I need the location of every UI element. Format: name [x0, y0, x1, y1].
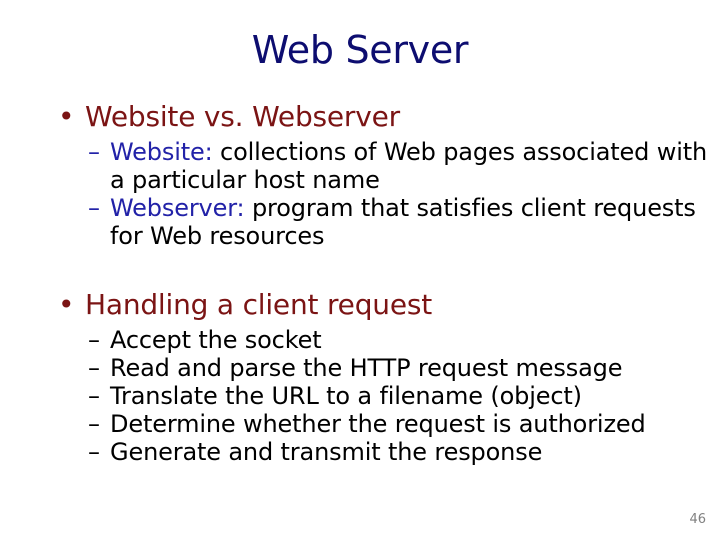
list-item: – Translate the URL to a filename (objec…: [0, 382, 720, 410]
list-item: – Website: collections of Web pages asso…: [0, 138, 720, 194]
dash-marker-icon: –: [88, 382, 100, 410]
content-section-2: • Handling a client request – Accept the…: [0, 288, 720, 466]
page-title: Web Server: [251, 28, 469, 72]
slide-body: • Website vs. Webserver – Website: colle…: [0, 100, 720, 466]
section-1-heading: • Website vs. Webserver: [0, 100, 720, 134]
dash-marker-icon: –: [88, 410, 100, 438]
section-2-heading: • Handling a client request: [0, 288, 720, 322]
list-item-body: program that satisfies client requests: [244, 194, 696, 222]
list-item-body: Translate the URL to a filename (object): [110, 382, 582, 410]
dash-marker-icon: –: [88, 194, 100, 222]
list-item-body: Determine whether the request is authori…: [110, 410, 646, 438]
list-item-continuation: for Web resources: [110, 222, 325, 250]
bullet-marker-icon: •: [58, 100, 75, 133]
section-2-heading-text: Handling a client request: [85, 288, 433, 321]
list-item-first-line: Webserver: program that satisfies client…: [110, 194, 720, 222]
list-item: – Determine whether the request is autho…: [0, 410, 720, 438]
list-item-first-line: Website: collections of Web pages associ…: [110, 138, 720, 166]
list-item-body: Generate and transmit the response: [110, 438, 543, 466]
dash-marker-icon: –: [88, 438, 100, 466]
list-item: – Read and parse the HTTP request messag…: [0, 354, 720, 382]
dash-marker-icon: –: [88, 326, 100, 354]
list-item-continuation: a particular host name: [110, 166, 380, 194]
list-item-term: Website:: [110, 138, 213, 166]
list-item: – Webserver: program that satisfies clie…: [0, 194, 720, 250]
list-item-term: Webserver:: [110, 194, 245, 222]
dash-marker-icon: –: [88, 138, 100, 166]
slide-number: 46: [689, 512, 706, 527]
list-item-body: Read and parse the HTTP request message: [110, 354, 623, 382]
list-item: – Generate and transmit the response: [0, 438, 720, 466]
content-section-1: • Website vs. Webserver – Website: colle…: [0, 100, 720, 250]
dash-marker-icon: –: [88, 354, 100, 382]
bullet-marker-icon: •: [58, 288, 75, 321]
section-1-heading-text: Website vs. Webserver: [85, 100, 400, 133]
spacer: [0, 250, 720, 268]
list-item: – Accept the socket: [0, 326, 720, 354]
list-item-body: collections of Web pages associated with: [212, 138, 708, 166]
list-item-body: Accept the socket: [110, 326, 322, 354]
